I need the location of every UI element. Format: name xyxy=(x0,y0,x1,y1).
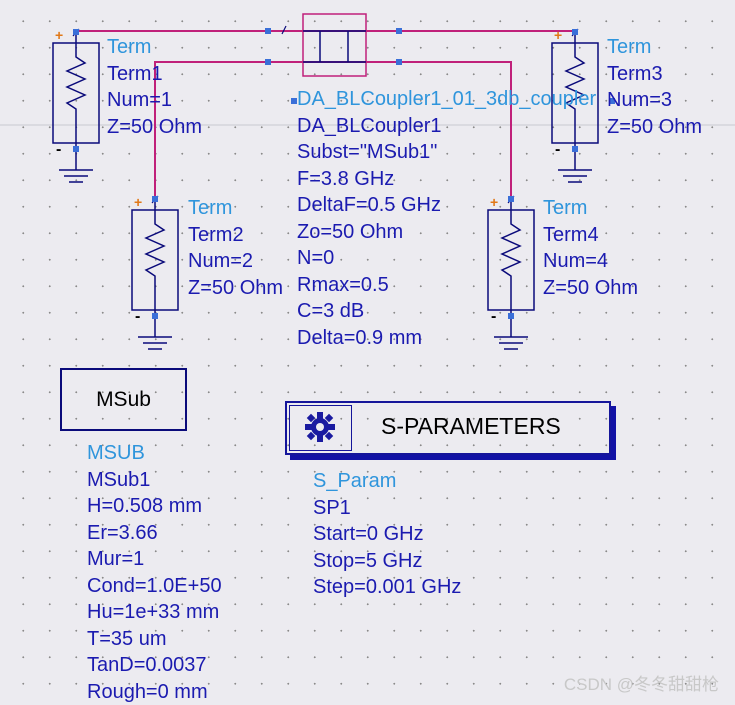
sparam-param: Start=0 GHz xyxy=(313,521,461,548)
term1-num: Num=1 xyxy=(107,87,202,114)
msub-label[interactable]: MSUB MSub1 H=0.508 mm Er=3.66 Mur=1 Cond… xyxy=(87,440,222,705)
msub-param: TanD=0.0037 xyxy=(87,652,222,679)
term3-z: Z=50 Ohm xyxy=(607,114,702,141)
term2-resistor xyxy=(146,199,164,316)
msub-param: T=35 um xyxy=(87,626,222,653)
term2-type: Term xyxy=(188,195,283,222)
term2-pin-top xyxy=(152,196,158,202)
coupler-type: DA_BLCoupler1_01_3db_coupler xyxy=(297,86,596,113)
term3-type: Term xyxy=(607,34,702,61)
coupler-symbol[interactable] xyxy=(265,14,402,76)
coupler-label[interactable]: DA_BLCoupler1_01_3db_coupler DA_BLCouple… xyxy=(297,86,596,351)
term1-pin-top xyxy=(73,29,79,35)
coupler-name: DA_BLCoupler1 xyxy=(297,113,596,140)
msub-param: Cond=1.0E+50 xyxy=(87,573,222,600)
term3-name: Term3 xyxy=(607,61,702,88)
msub-symbol[interactable]: MSub xyxy=(60,368,187,431)
term3-pin-top xyxy=(572,29,578,35)
sparam-symbol[interactable]: S-PARAMETERS xyxy=(285,401,611,455)
term2-label[interactable]: Term Term2 Num=2 Z=50 Ohm xyxy=(188,195,283,301)
msub-param: H=0.508 mm xyxy=(87,493,222,520)
coupler-param: Delta=0.9 mm xyxy=(297,325,596,352)
coupler-pin-1[interactable] xyxy=(265,28,271,34)
msub-name: MSub1 xyxy=(87,467,222,494)
coupler-param: F=3.8 GHz xyxy=(297,166,596,193)
sparam-name: SP1 xyxy=(313,495,461,522)
coupler-pin-3[interactable] xyxy=(396,28,402,34)
sparam-param: Stop=5 GHz xyxy=(313,548,461,575)
term2-plus-mark: + xyxy=(134,194,142,210)
msub-param: Er=3.66 xyxy=(87,520,222,547)
term1-pin-bottom xyxy=(73,146,79,152)
coupler-pin-2[interactable] xyxy=(265,59,271,65)
coupler-param: Rmax=0.5 xyxy=(297,272,596,299)
term3-plus-mark: + xyxy=(554,27,562,43)
coupler-param: Zo=50 Ohm xyxy=(297,219,596,246)
msub-box-label: MSub xyxy=(96,388,151,412)
gear-icon xyxy=(289,405,352,451)
sparam-box-label: S-PARAMETERS xyxy=(381,413,561,440)
sparam-label[interactable]: S_Param SP1 Start=0 GHz Stop=5 GHz Step=… xyxy=(313,468,461,601)
coupler-param: N=0 xyxy=(297,245,596,272)
term2-name: Term2 xyxy=(188,222,283,249)
term2-minus-mark: - xyxy=(135,308,140,325)
watermark: CSDN @冬冬甜甜枪 xyxy=(564,670,719,695)
term2-num: Num=2 xyxy=(188,248,283,275)
term1-name: Term1 xyxy=(107,61,202,88)
term1-resistor xyxy=(67,32,85,149)
term3-label[interactable]: Term Term3 Num=3 Z=50 Ohm xyxy=(607,34,702,140)
term2-pin-bottom xyxy=(152,313,158,319)
term1-minus-mark: - xyxy=(56,141,61,158)
sparam-param: Step=0.001 GHz xyxy=(313,574,461,601)
term1-plus-mark: + xyxy=(55,27,63,43)
term1-label[interactable]: Term Term1 Num=1 Z=50 Ohm xyxy=(107,34,202,140)
msub-param: Rough=0 mm xyxy=(87,679,222,705)
msub-param: Hu=1e+33 mm xyxy=(87,599,222,626)
term1-z: Z=50 Ohm xyxy=(107,114,202,141)
sparam-type: S_Param xyxy=(313,468,461,495)
coupler-pin-4[interactable] xyxy=(396,59,402,65)
coupler-param: C=3 dB xyxy=(297,298,596,325)
term1-symbol[interactable]: +- xyxy=(53,27,99,182)
msub-type: MSUB xyxy=(87,440,222,467)
coupler-param: Subst="MSub1" xyxy=(297,139,596,166)
term1-type: Term xyxy=(107,34,202,61)
term3-num: Num=3 xyxy=(607,87,702,114)
term2-z: Z=50 Ohm xyxy=(188,275,283,302)
coupler-param: DeltaF=0.5 GHz xyxy=(297,192,596,219)
coupler-body[interactable] xyxy=(303,14,366,76)
term2-symbol[interactable]: +- xyxy=(132,194,178,349)
msub-param: Mur=1 xyxy=(87,546,222,573)
